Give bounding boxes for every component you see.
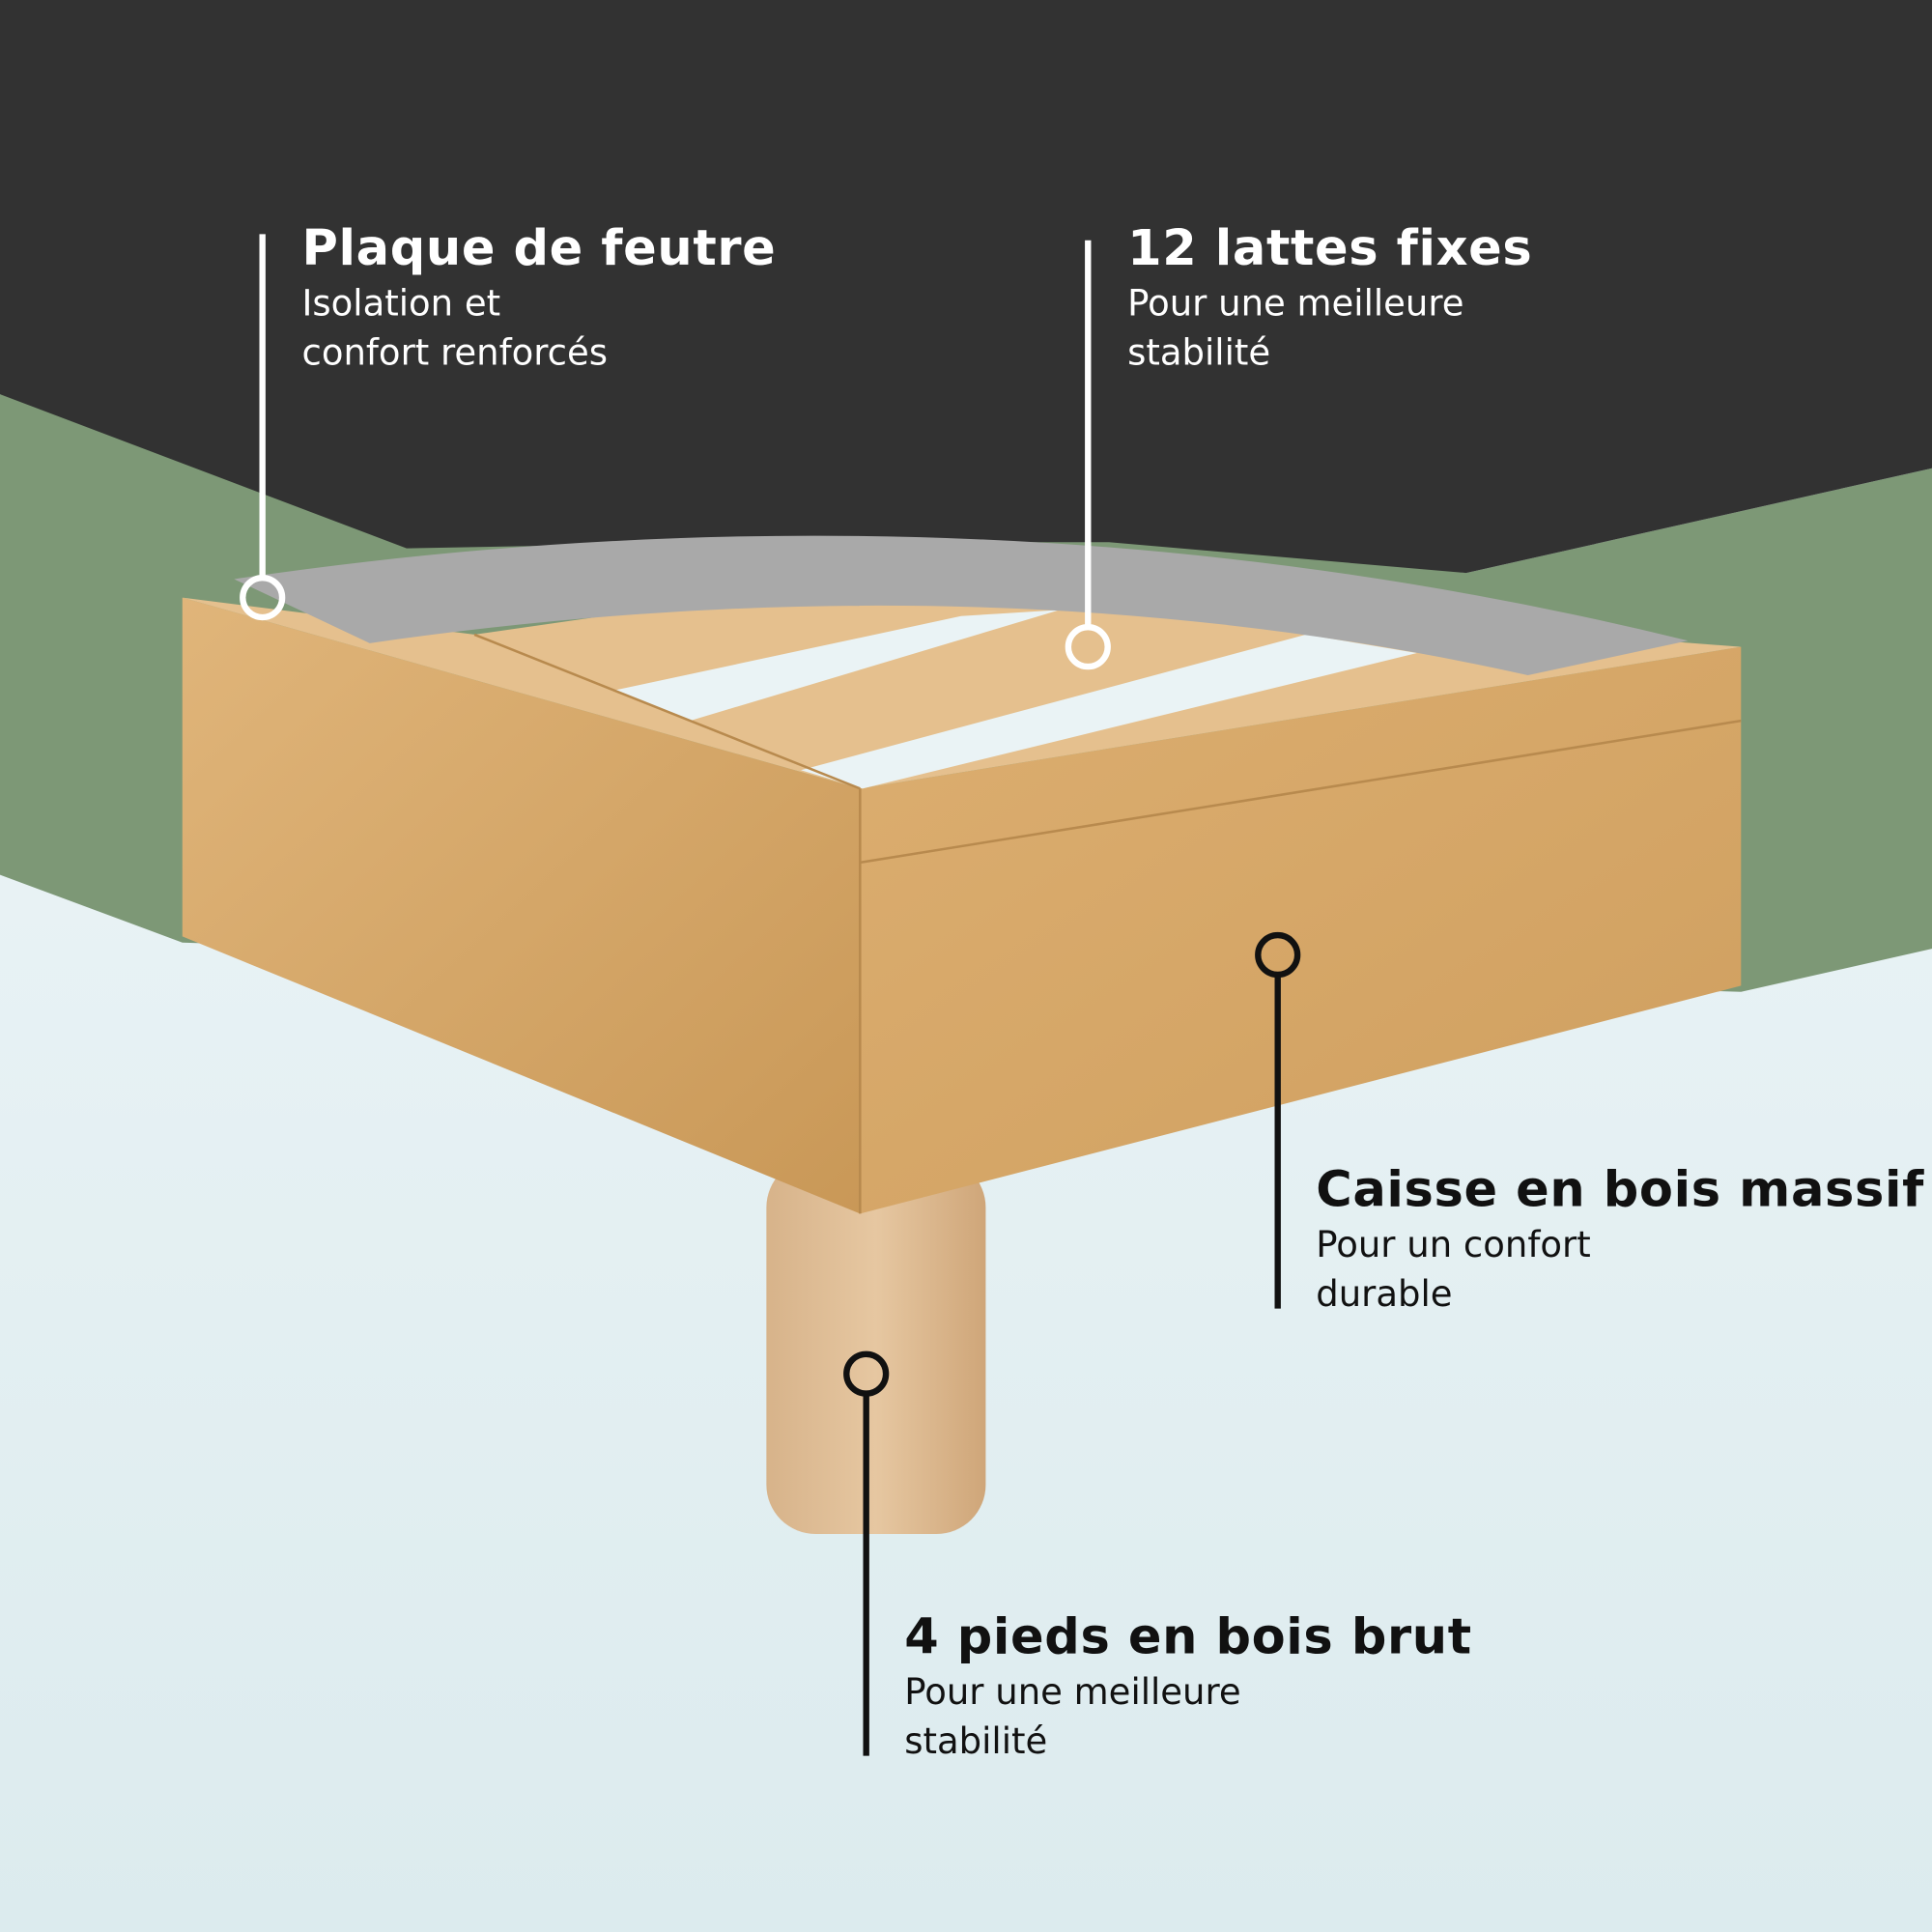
legs-callout: 4 pieds en bois brut Pour une meilleure … bbox=[904, 1608, 1472, 1766]
frame-pointer bbox=[1255, 931, 1301, 1309]
slats-line1: Pour une meilleure bbox=[1127, 282, 1464, 325]
felt-line2: confort renforcés bbox=[301, 331, 609, 374]
felt-callout: Plaque de feutre Isolation et confort re… bbox=[301, 219, 776, 377]
felt-title: Plaque de feutre bbox=[301, 220, 777, 277]
slat-gap bbox=[801, 634, 1417, 789]
slats-pointer bbox=[1065, 240, 1111, 670]
legs-pointer bbox=[843, 1350, 890, 1756]
frame-line1: Pour un confort bbox=[1316, 1223, 1591, 1265]
legs-line2: stabilité bbox=[904, 1719, 1048, 1762]
legs-title: 4 pieds en bois brut bbox=[904, 1608, 1472, 1666]
frame-right-side bbox=[860, 646, 1742, 1214]
frame-line2: durable bbox=[1316, 1272, 1453, 1315]
frame-callout: Caisse en bois massif Pour un confort du… bbox=[1316, 1161, 1924, 1319]
legs-line1: Pour une meilleure bbox=[904, 1670, 1241, 1713]
slats-line2: stabilité bbox=[1127, 331, 1271, 374]
slats-callout: 12 lattes fixes Pour une meilleure stabi… bbox=[1127, 219, 1532, 377]
frame-title: Caisse en bois massif bbox=[1316, 1161, 1925, 1219]
felt-plate bbox=[234, 535, 1689, 675]
dark-top bbox=[0, 0, 1932, 574]
felt-pointer bbox=[240, 234, 286, 621]
slat-gap bbox=[615, 610, 1060, 722]
felt-line1: Isolation et bbox=[301, 282, 501, 325]
slats-title: 12 lattes fixes bbox=[1127, 220, 1533, 277]
wooden-leg bbox=[766, 1157, 986, 1535]
frame-left-side bbox=[182, 597, 861, 1214]
